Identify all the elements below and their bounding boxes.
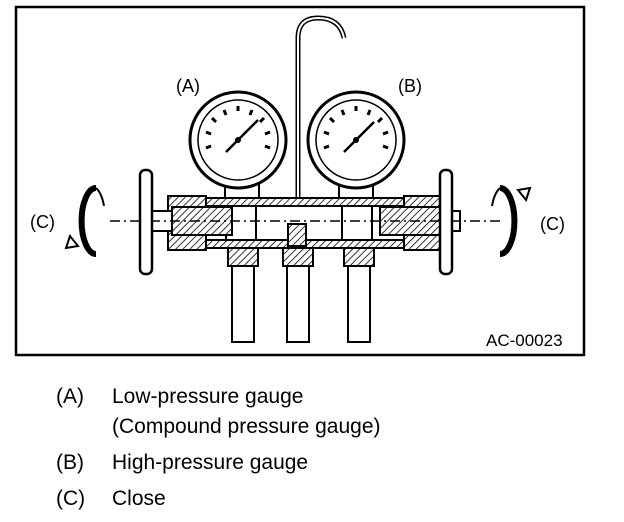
label-c-right: (C): [540, 214, 565, 234]
legend-item-b: (B) High-pressure gauge: [56, 448, 616, 478]
legend-key: (A): [56, 385, 84, 408]
legend-key: (B): [56, 451, 84, 474]
legend-text-line: (Compound pressure gauge): [112, 415, 381, 438]
handwheel-left: [138, 168, 154, 276]
manifold-body: [167, 195, 443, 251]
gauge-b: [306, 90, 406, 190]
legend-key: (C): [56, 487, 86, 510]
legend-text-line: Close: [112, 487, 166, 510]
legend-item-c: (C) Close: [56, 484, 616, 514]
handwheel-right: [438, 168, 454, 276]
label-b: (B): [398, 76, 422, 96]
manifold-gauge-diagram: (A) (B) (C) (C) AC-00023: [14, 5, 586, 357]
rotation-arrow-right-icon: [491, 185, 532, 257]
gauge-a: [188, 90, 288, 190]
legend-item-a: (A) Low-pressure gauge (Compound pressur…: [56, 382, 616, 442]
hoses: [227, 243, 375, 343]
legend: (A) Low-pressure gauge (Compound pressur…: [56, 382, 616, 520]
figure-code: AC-00023: [486, 331, 563, 350]
label-c-left: (C): [30, 212, 55, 232]
rotation-arrow-left-icon: [64, 185, 105, 257]
label-a: (A): [176, 76, 200, 96]
legend-text-line: High-pressure gauge: [112, 451, 309, 474]
legend-text-line: Low-pressure gauge: [112, 385, 304, 408]
figure-frame: [14, 5, 586, 357]
